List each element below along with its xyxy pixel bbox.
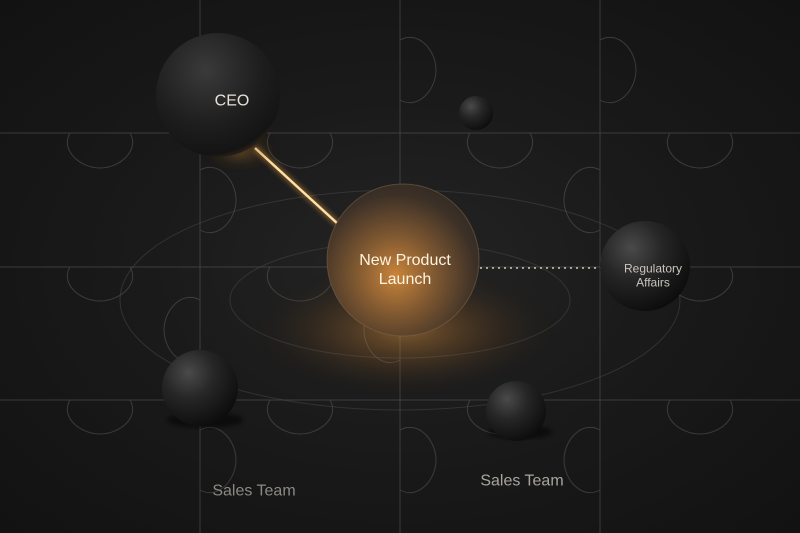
sales-left-sphere [162, 350, 238, 426]
ceo-sphere [156, 33, 280, 157]
regulatory-label-line2: Affairs [636, 276, 670, 290]
sales-right-sphere [486, 381, 546, 441]
small-sphere-top [459, 96, 493, 130]
regulatory-sphere [600, 221, 690, 311]
regulatory-label-line1: Regulatory [623, 261, 683, 276]
launch-sphere-rim [326, 183, 480, 337]
regulatory-label: Regulatory Affairs [624, 262, 682, 291]
launch-sphere [327, 184, 479, 336]
launch-label-line1: New Product [359, 251, 451, 269]
launch-label: New Product Launch [359, 251, 451, 289]
sales-team-right-label: Sales Team [480, 472, 564, 490]
ceo-label: CEO [214, 92, 250, 110]
sales-team-left-label: Sales Team [212, 482, 296, 500]
launch-label-line2: Launch [378, 271, 432, 288]
